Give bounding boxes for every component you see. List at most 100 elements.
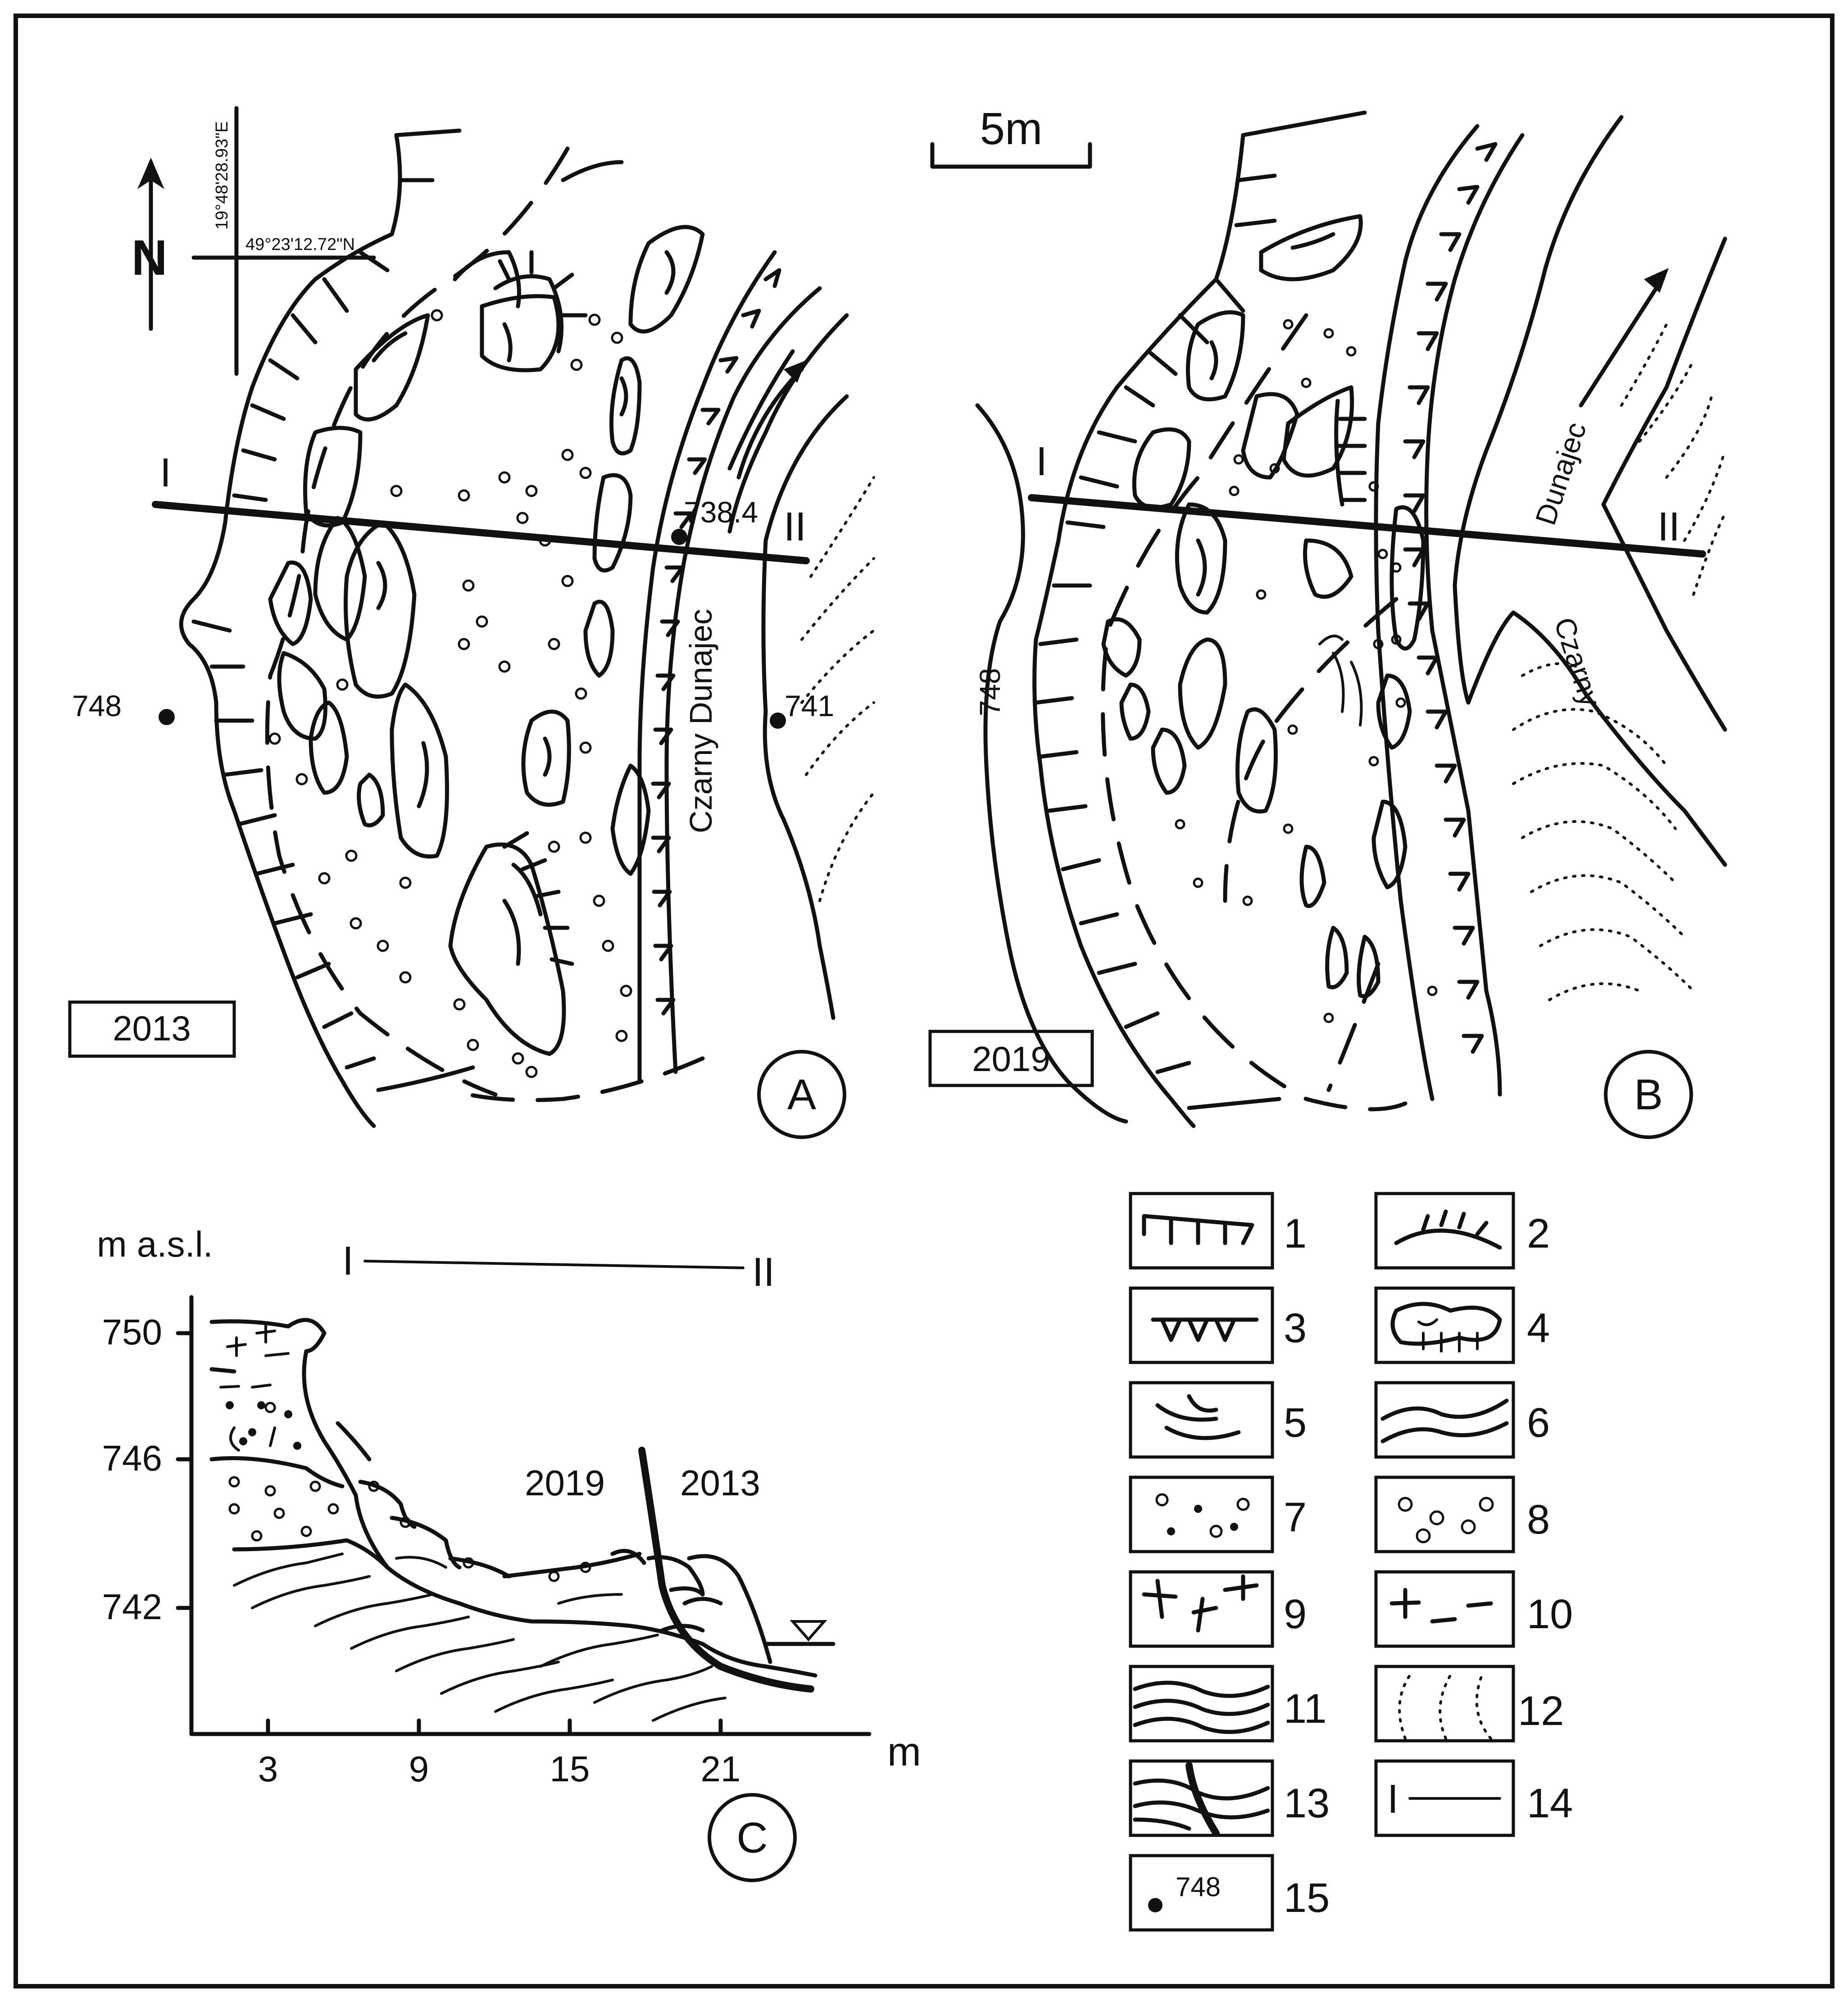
dashed-edge-a1	[265, 146, 570, 1097]
section-line-b	[1028, 494, 1706, 558]
profile-symbols	[219, 1323, 290, 1452]
small-scarp-b	[1318, 635, 1363, 726]
y-unit-label: m a.s.l.	[97, 1224, 213, 1264]
legend-item-13: 13	[1129, 1759, 1330, 1837]
profile-lines	[209, 1318, 835, 1678]
panel-c-label: C	[736, 1814, 767, 1862]
legend-item-7: 7	[1129, 1475, 1307, 1553]
channel-right-edge-b	[1484, 989, 1502, 1097]
x-tick-21: 21	[701, 1749, 741, 1789]
figure-frame	[14, 14, 1834, 1988]
y-tick-746: 746	[102, 1438, 162, 1478]
panel-a-circle	[757, 1050, 846, 1139]
contour-748-b	[975, 403, 1128, 1124]
legend-item-1: 1	[1129, 1192, 1307, 1270]
svg-text:I: I	[1387, 1777, 1398, 1822]
svg-text:8: 8	[1527, 1497, 1550, 1543]
section-start-c: I	[342, 1239, 354, 1284]
river-label-b1: Dunajec	[1529, 418, 1593, 529]
dashed-edge-a2	[448, 1056, 705, 1102]
river-label-b2: Czarny	[1548, 613, 1607, 710]
boundary-2019	[638, 1447, 814, 1693]
river-bank-a2	[727, 349, 795, 471]
scale-label: 5m	[980, 104, 1043, 154]
svg-text:9: 9	[1284, 1591, 1307, 1637]
legend-item-6: 6	[1374, 1381, 1550, 1459]
svg-text:4: 4	[1527, 1305, 1550, 1351]
svg-text:12: 12	[1518, 1688, 1564, 1734]
panel-b-map: 5m 748	[928, 104, 1727, 1139]
y-tick-742: 742	[102, 1587, 162, 1627]
dashed-edge-b3	[1326, 962, 1380, 1092]
svg-text:13: 13	[1284, 1780, 1330, 1826]
year-label-2013: 2013	[680, 1463, 760, 1503]
legend: 1 3 5 7 9 11	[1129, 1192, 1573, 1932]
svg-text:11: 11	[1284, 1686, 1327, 1732]
x-tick-3: 3	[258, 1749, 278, 1789]
river-bank-b-left	[1453, 115, 1727, 867]
legend-item-8: 8	[1374, 1475, 1550, 1553]
year-b: 2019	[972, 1039, 1050, 1079]
panel-b-label: B	[1634, 1071, 1663, 1119]
flow-arrow-a	[736, 367, 804, 480]
bars-a	[268, 160, 705, 1056]
profile-pebbles	[228, 1402, 591, 1582]
section-start-a: I	[160, 450, 171, 495]
section-end-a: II	[784, 504, 806, 549]
contour-label-b: 748	[974, 668, 1006, 716]
flow-arrowhead-b	[1644, 268, 1669, 293]
legend-item-12: 12	[1374, 1665, 1564, 1743]
pebbles-b	[1175, 319, 1438, 1023]
svg-text:2: 2	[1527, 1211, 1550, 1257]
point-741-icon	[770, 713, 786, 729]
lower-edge-a	[376, 1065, 475, 1092]
legend-item-11: 11	[1129, 1665, 1327, 1743]
bedrock-lines	[233, 1553, 726, 1722]
dashed-edge-b2	[1223, 597, 1398, 903]
legend-item-2: 2	[1374, 1192, 1550, 1270]
river-bank-b-right	[1601, 236, 1727, 732]
section-start-b: I	[1036, 439, 1047, 484]
year-label-2019: 2019	[525, 1463, 605, 1503]
section-line-c	[363, 1260, 745, 1269]
section-end-c: II	[752, 1250, 775, 1295]
terrace-edge-left-b	[1032, 133, 1245, 1128]
flow-arrow-b	[1579, 277, 1664, 408]
erosion-scarp-a	[493, 250, 588, 966]
panel-c-circle	[708, 1793, 797, 1882]
x-ticks	[266, 1718, 723, 1736]
river-right-bank-a	[761, 394, 849, 1020]
y-ticks	[176, 1331, 194, 1610]
channel-edge-b2	[1424, 133, 1525, 993]
svg-text:10: 10	[1527, 1591, 1573, 1637]
channel-edge-b	[1374, 124, 1480, 1101]
flow-arrowhead-a	[784, 360, 806, 383]
scarp-mid-b	[1334, 399, 1367, 507]
channel-triangles-b	[1403, 142, 1498, 1054]
point-748-a-icon	[159, 709, 175, 725]
legend-item-4: 4	[1374, 1286, 1550, 1364]
channel-edge-a	[637, 250, 777, 1083]
north-label: N	[132, 230, 167, 286]
section-end-b: II	[1657, 504, 1680, 549]
scale-bar: 5m	[930, 104, 1092, 169]
terrace-edge-left	[179, 133, 402, 1128]
channel-triangles-a	[651, 268, 781, 1016]
svg-text:6: 6	[1527, 1400, 1550, 1446]
svg-text:7: 7	[1284, 1494, 1307, 1540]
point-748-label: 748	[72, 689, 122, 722]
longitude-label: 19°48'28.93"E	[213, 121, 232, 230]
legend-item-3: 3	[1129, 1286, 1307, 1364]
x-unit-label: m	[887, 1730, 921, 1775]
section-line-a	[152, 501, 810, 564]
svg-text:1: 1	[1284, 1211, 1307, 1257]
x-tick-15: 15	[550, 1749, 590, 1789]
legend-item-15: 748 15	[1129, 1854, 1330, 1932]
year-box-a	[68, 1000, 236, 1058]
svg-text:5: 5	[1284, 1400, 1307, 1446]
panel-a-map: N 19°48'28.93"E 49°23'12.72"N	[68, 106, 875, 1139]
svg-text:748: 748	[1176, 1872, 1221, 1902]
river-label-a: Czarny Dunajec	[683, 609, 718, 833]
point-738-label: 738.4	[684, 495, 758, 529]
bars-b	[1101, 214, 1426, 999]
